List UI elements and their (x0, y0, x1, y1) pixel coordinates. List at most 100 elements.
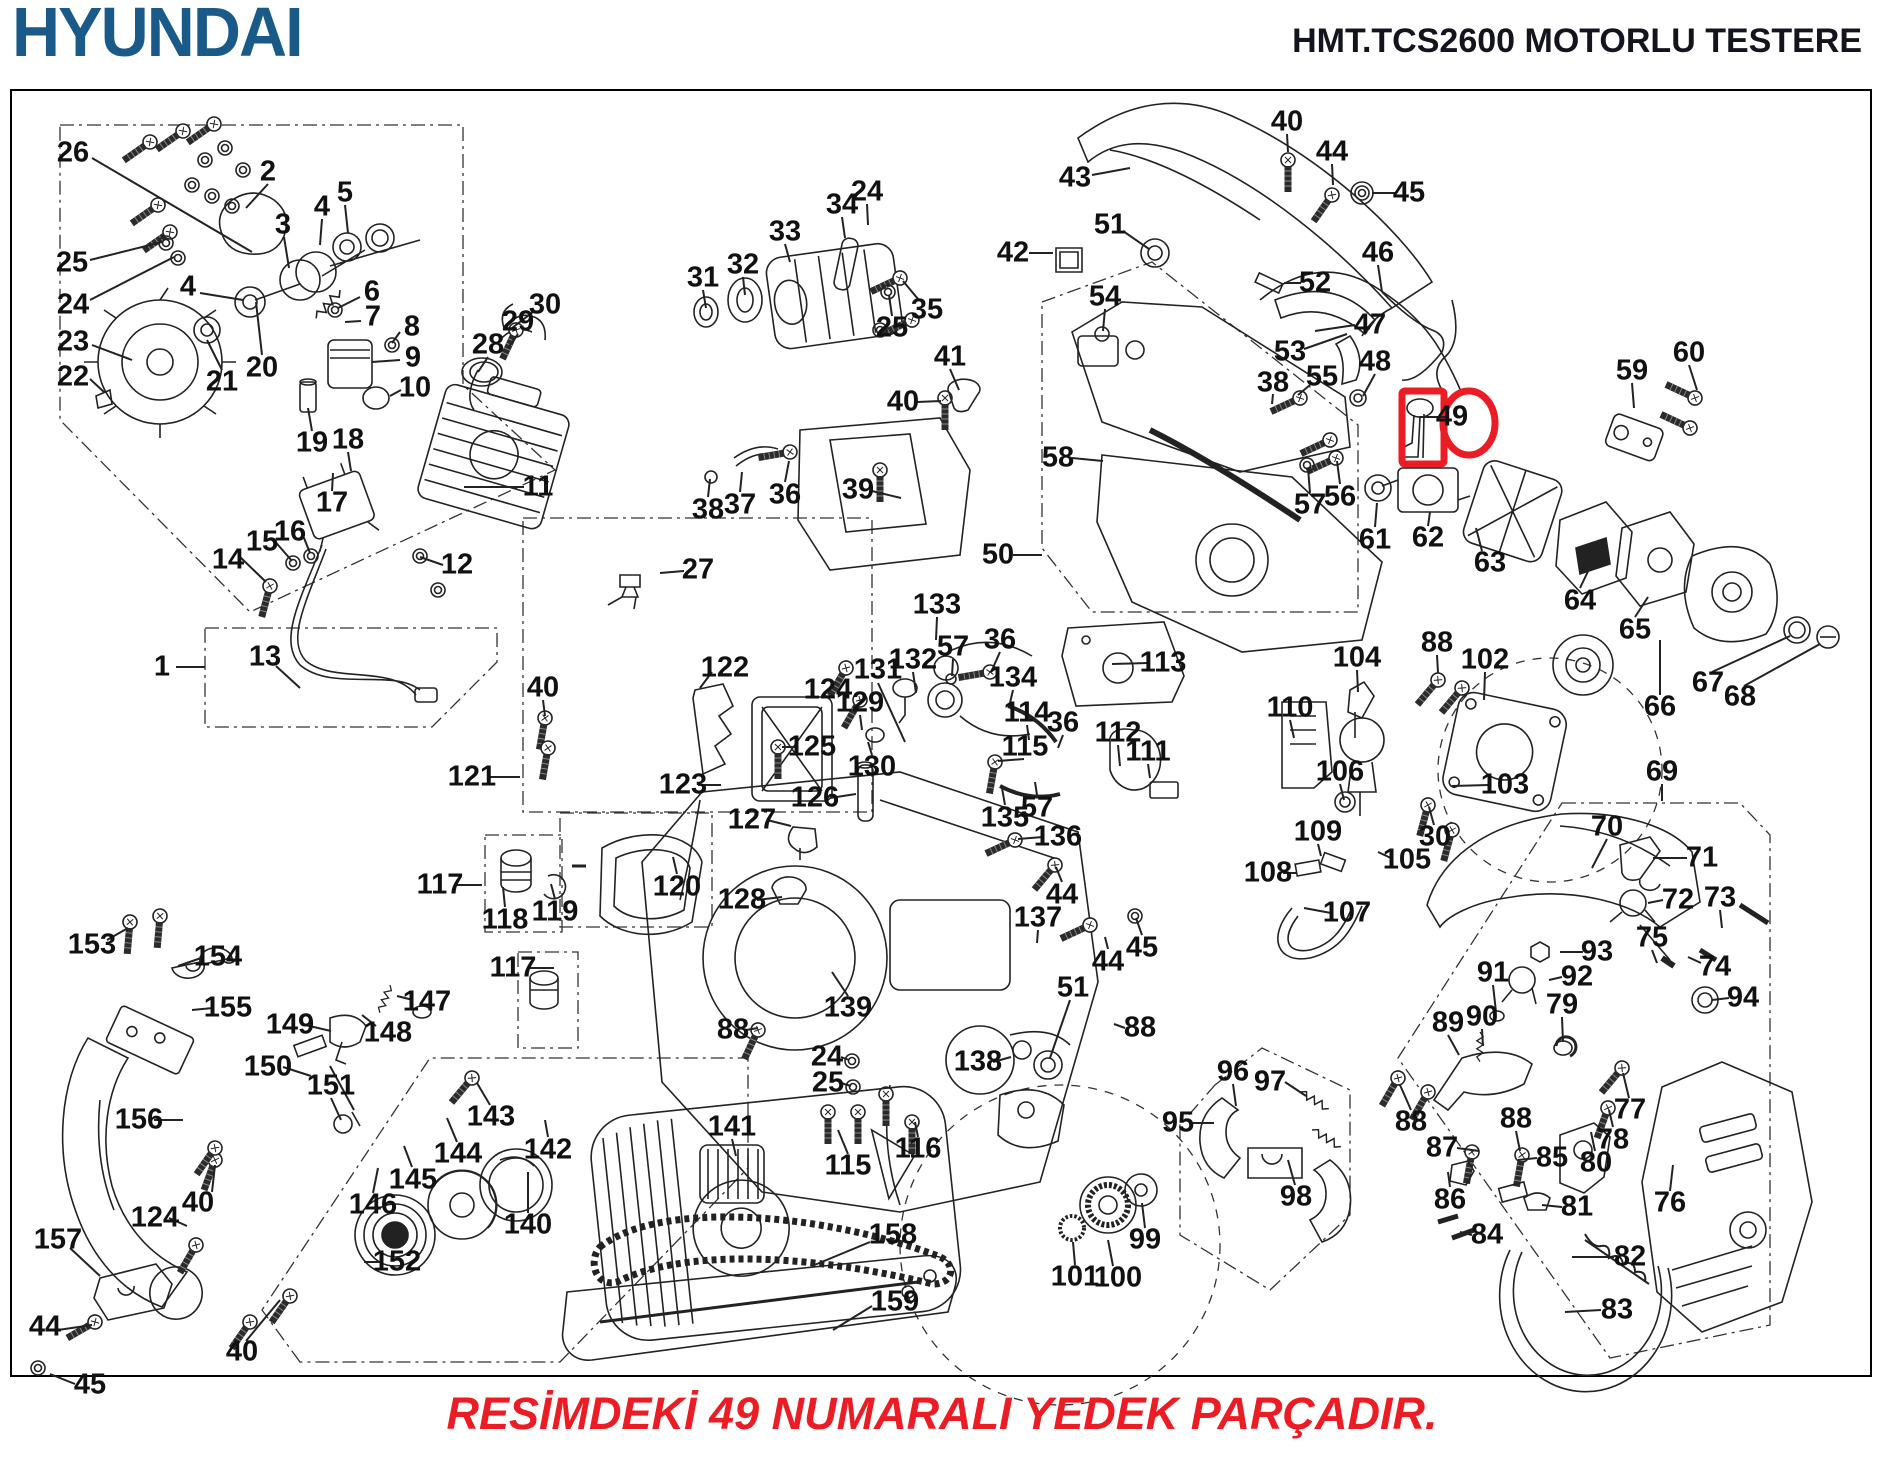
part-label-121: 121 (447, 760, 497, 793)
part-label-141: 141 (707, 1110, 757, 1143)
part-label-124: 124 (130, 1201, 180, 1234)
part-label-5: 5 (336, 176, 354, 209)
part-label-59: 59 (1615, 354, 1649, 387)
part-label-83: 83 (1600, 1293, 1634, 1326)
part-label-51: 51 (1056, 971, 1090, 1004)
part-label-129: 129 (835, 686, 885, 719)
part-label-6: 6 (363, 275, 381, 308)
part-label-32: 32 (726, 248, 760, 281)
part-label-101: 101 (1050, 1260, 1100, 1293)
part-label-122: 122 (700, 651, 750, 684)
part-label-57: 57 (1020, 791, 1054, 824)
part-label-26: 26 (56, 136, 90, 169)
hyundai-logo: HYUNDAI (12, 0, 304, 71)
part-label-55: 55 (1305, 360, 1339, 393)
part-label-45: 45 (1392, 176, 1426, 209)
part-label-8: 8 (403, 310, 421, 343)
part-label-23: 23 (56, 325, 90, 358)
part-label-135: 135 (980, 801, 1030, 834)
part-label-152: 152 (372, 1245, 422, 1278)
part-label-86: 86 (1433, 1183, 1467, 1216)
part-label-44: 44 (1045, 878, 1079, 911)
part-label-28: 28 (471, 328, 505, 361)
part-label-50: 50 (981, 538, 1015, 571)
part-label-154: 154 (193, 940, 243, 973)
highlight-part-49 (1398, 387, 1499, 468)
part-label-136: 136 (1033, 820, 1083, 853)
part-label-2: 2 (259, 155, 277, 188)
part-label-17: 17 (315, 486, 349, 519)
part-label-93: 93 (1580, 935, 1614, 968)
part-label-106: 106 (1315, 755, 1365, 788)
part-label-64: 64 (1563, 584, 1597, 617)
part-label-25: 25 (875, 311, 909, 344)
part-label-15: 15 (245, 525, 279, 558)
part-label-144: 144 (433, 1137, 483, 1170)
part-label-146: 146 (348, 1188, 398, 1221)
part-label-131: 131 (853, 653, 903, 686)
note-text: RESİMDEKİ 49 NUMARALI YEDEK PARÇADIR. (446, 1388, 1438, 1439)
part-label-145: 145 (388, 1163, 438, 1196)
part-label-159: 159 (870, 1285, 920, 1318)
part-label-81: 81 (1560, 1190, 1594, 1223)
part-label-96: 96 (1216, 1055, 1250, 1088)
part-label-44: 44 (1091, 945, 1125, 978)
part-label-24: 24 (810, 1040, 844, 1073)
part-label-89: 89 (1431, 1006, 1465, 1039)
part-label-92: 92 (1560, 960, 1594, 993)
part-label-36: 36 (768, 478, 802, 511)
part-label-70: 70 (1590, 810, 1624, 843)
part-label-108: 108 (1243, 856, 1293, 889)
part-label-45: 45 (73, 1368, 107, 1401)
part-label-40: 40 (526, 671, 560, 704)
part-label-150: 150 (243, 1050, 293, 1083)
part-label-80: 80 (1579, 1146, 1613, 1179)
part-label-46: 46 (1361, 236, 1395, 269)
part-label-155: 155 (203, 991, 253, 1024)
part-label-143: 143 (466, 1100, 516, 1133)
part-label-82: 82 (1613, 1240, 1647, 1273)
part-label-88: 88 (1420, 626, 1454, 659)
part-label-69: 69 (1645, 755, 1679, 788)
part-label-72: 72 (1661, 883, 1695, 916)
part-label-137: 137 (1013, 901, 1063, 934)
part-label-36: 36 (1046, 706, 1080, 739)
part-label-110: 110 (1266, 691, 1314, 724)
diagram-frame (10, 89, 1872, 1377)
part-label-100: 100 (1093, 1261, 1143, 1294)
part-label-153: 153 (67, 928, 117, 961)
part-label-38: 38 (1256, 366, 1290, 399)
part-label-51: 51 (1093, 208, 1127, 241)
part-label-16: 16 (273, 515, 307, 548)
part-label-18: 18 (331, 423, 365, 456)
part-label-47: 47 (1353, 308, 1387, 341)
part-label-27: 27 (681, 553, 715, 586)
part-label-151: 151 (306, 1069, 356, 1102)
part-label-30: 30 (1418, 820, 1452, 853)
part-label-62: 62 (1411, 521, 1445, 554)
part-label-41: 41 (933, 340, 967, 373)
part-label-157: 157 (33, 1223, 83, 1256)
part-label-4: 4 (313, 190, 331, 223)
part-label-87: 87 (1425, 1131, 1459, 1164)
part-label-133: 133 (912, 588, 962, 621)
part-label-65: 65 (1618, 613, 1652, 646)
part-label-126: 126 (790, 781, 840, 814)
part-label-74: 74 (1698, 950, 1732, 983)
part-label-123: 123 (658, 768, 708, 801)
part-label-91: 91 (1476, 956, 1510, 989)
part-label-71: 71 (1685, 841, 1719, 874)
part-label-94: 94 (1726, 981, 1760, 1014)
part-label-88: 88 (1499, 1102, 1533, 1135)
part-label-88: 88 (1123, 1011, 1157, 1044)
part-label-25: 25 (811, 1066, 845, 1099)
part-label-53: 53 (1273, 335, 1307, 368)
part-label-56: 56 (1323, 480, 1357, 513)
part-label-158: 158 (868, 1218, 918, 1251)
part-label-105: 105 (1382, 843, 1432, 876)
part-label-98: 98 (1279, 1180, 1313, 1213)
part-label-125: 125 (787, 730, 837, 763)
part-label-14: 14 (211, 543, 245, 576)
part-label-85: 85 (1535, 1141, 1569, 1174)
